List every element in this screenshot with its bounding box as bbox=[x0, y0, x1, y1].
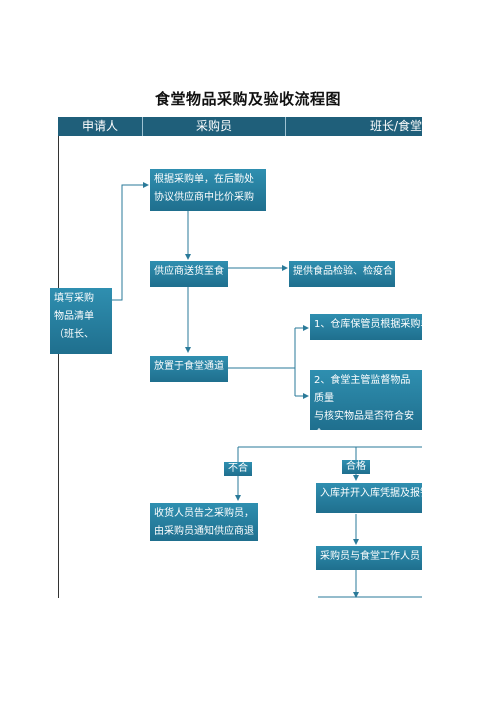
label-pass: 合格 bbox=[342, 460, 370, 474]
box-check-supervisor: 2、食堂主管监督物品质量 与核实物品是否符合安全 进行二次检验 bbox=[310, 370, 422, 430]
page-title: 食堂物品采购及验收流程图 bbox=[154, 90, 341, 108]
box-reject-notice: 收货人员告之采购员， 由采购员通知供应商退 bbox=[150, 503, 258, 541]
lane-header: 申请人 采购员 班长/食堂 bbox=[58, 117, 422, 136]
box-inspection-cert: 提供食品检验、检疫合 bbox=[289, 261, 395, 287]
box-fill-list: 填写采购 物品清单 （班长、 bbox=[50, 288, 112, 354]
box-place-passage: 放置于食堂通道 bbox=[150, 356, 228, 382]
box-compare-purchase: 根据采购单，在后勤处 协议供应商中比价采购 bbox=[150, 169, 266, 211]
lane-separator bbox=[285, 117, 286, 136]
box-check-warehouse: 1、仓库保管员根据采购单 bbox=[310, 314, 422, 340]
box-purchaser-staff: 采购员与食堂工作人员 bbox=[316, 546, 422, 570]
lane-purchaser: 采购员 bbox=[195, 119, 232, 133]
frame-left-border bbox=[58, 136, 59, 598]
label-fail: 不合 bbox=[224, 462, 252, 476]
lane-canteen: 班长/食堂 bbox=[369, 119, 422, 133]
arrow-fill-to-purchase bbox=[112, 182, 149, 301]
lane-separator bbox=[142, 117, 143, 136]
lane-applicant: 申请人 bbox=[81, 119, 118, 133]
box-store-voucher: 入库并开入库凭据及报销 bbox=[316, 483, 422, 513]
box-supplier-deliver: 供应商送货至食 bbox=[150, 261, 228, 287]
